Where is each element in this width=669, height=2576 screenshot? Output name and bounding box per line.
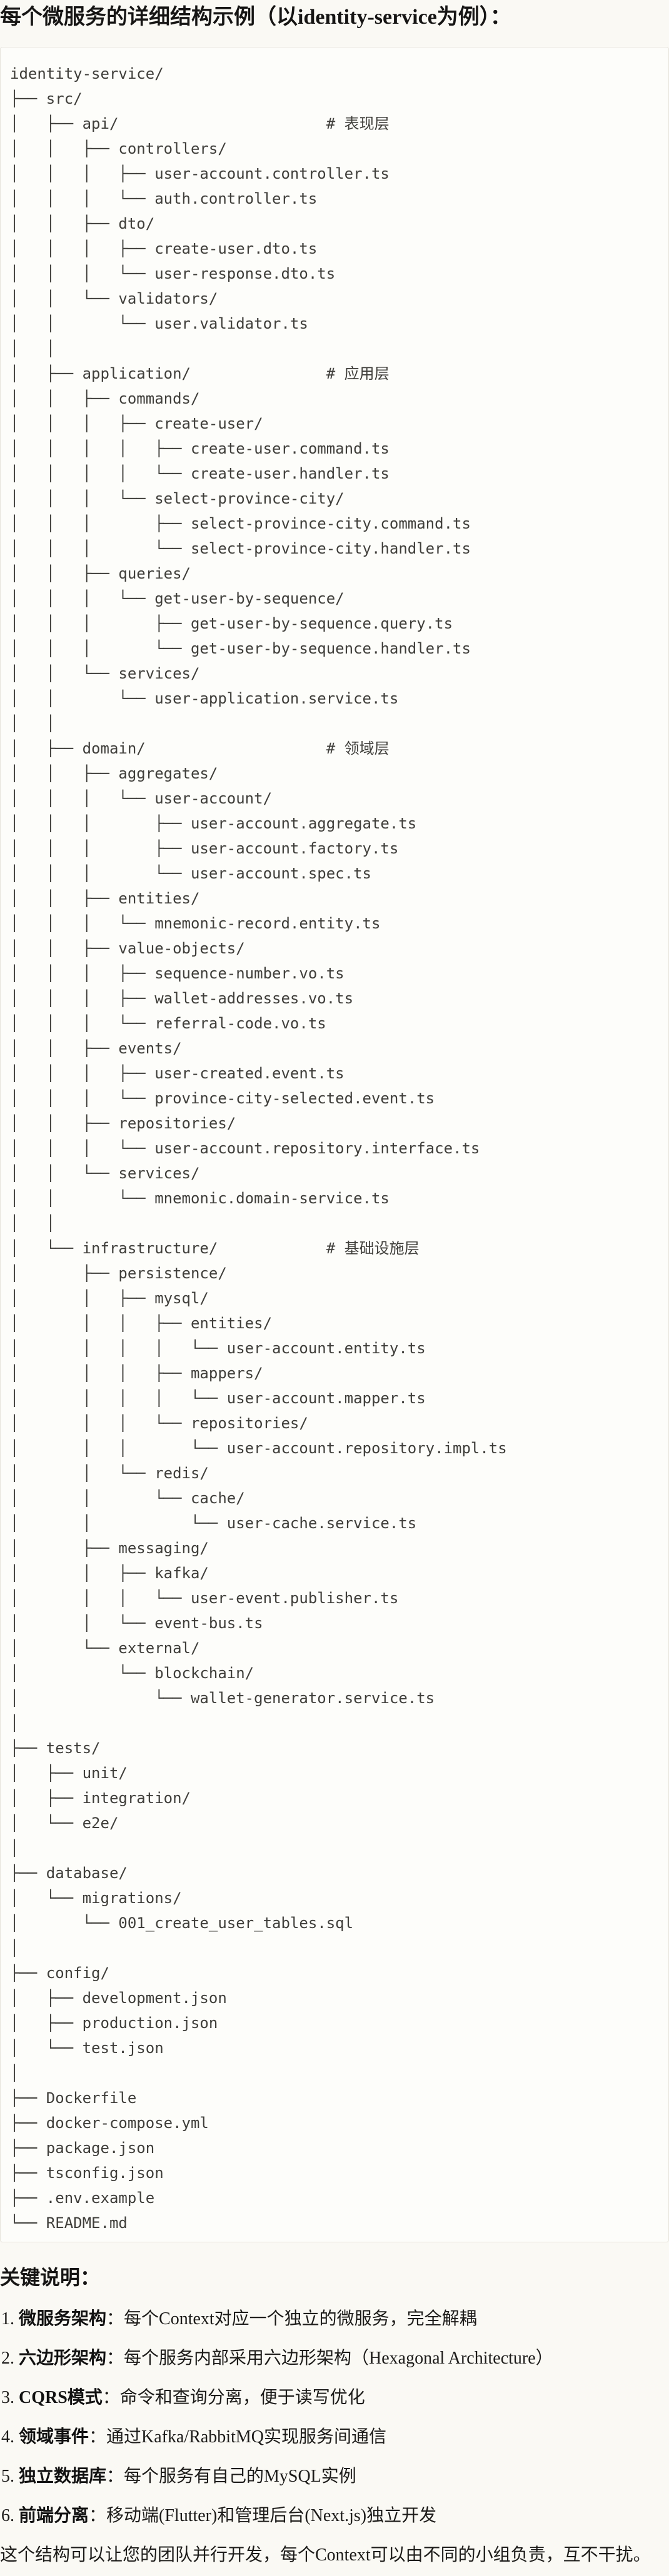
note-desc: ：每个服务内部采用六边形架构（Hexagonal Architecture） [106,2349,553,2368]
notes-heading: 关键说明： [0,2266,101,2289]
note-item: 六边形架构：每个服务内部采用六边形架构（Hexagonal Architectu… [19,2345,669,2372]
notes-list: 微服务架构：每个Context对应一个独立的微服务，完全解耦 六边形架构：每个服… [0,2306,669,2529]
document: 每个微服务的详细结构示例（以identity-service为例）： ident… [0,4,669,2569]
code-block: identity-service/ ├── src/ │ ├── api/ # … [0,47,669,2242]
page-title: 每个微服务的详细结构示例（以identity-service为例）： [0,6,511,29]
note-desc: ：命令和查询分离，便于读写优化 [102,2388,365,2407]
note-desc: ：移动端(Flutter)和管理后台(Next.js)独立开发 [89,2506,437,2525]
note-desc: ：每个服务有自己的MySQL实例 [106,2467,356,2486]
note-term: 微服务架构 [19,2309,107,2329]
closing-paragraph: 这个结构可以让您的团队并行开发，每个Context可以由不同的小组负责，互不干扰… [0,2545,651,2565]
note-desc: ：每个Context对应一个独立的微服务，完全解耦 [106,2309,477,2329]
note-item: 前端分离：移动端(Flutter)和管理后台(Next.js)独立开发 [19,2503,669,2529]
note-desc: ：通过Kafka/RabbitMQ实现服务间通信 [89,2427,386,2447]
note-term: 六边形架构 [19,2349,107,2368]
directory-tree: identity-service/ ├── src/ │ ├── api/ # … [10,65,507,2232]
note-item: CQRS模式：命令和查询分离，便于读写优化 [19,2385,669,2411]
note-item: 微服务架构：每个Context对应一个独立的微服务，完全解耦 [19,2306,669,2332]
note-term: 前端分离 [19,2506,89,2525]
note-item: 领域事件：通过Kafka/RabbitMQ实现服务间通信 [19,2424,669,2450]
note-term: 领域事件 [19,2427,89,2447]
note-term: 独立数据库 [19,2467,107,2486]
note-term: CQRS模式 [19,2388,103,2407]
note-item: 独立数据库：每个服务有自己的MySQL实例 [19,2464,669,2490]
